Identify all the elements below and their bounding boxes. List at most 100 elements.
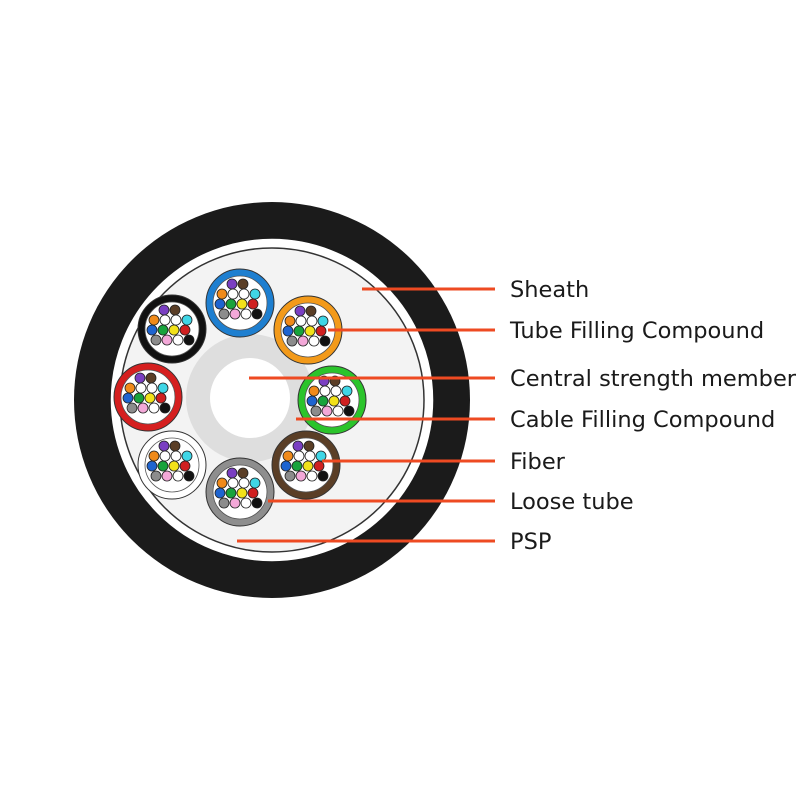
fiber-blue xyxy=(306,395,318,407)
fiber-white xyxy=(238,477,250,489)
fiber-white xyxy=(170,314,182,326)
label-fiber: Fiber xyxy=(510,449,566,475)
cable-cross-section xyxy=(74,202,470,598)
fiber-white xyxy=(148,402,160,414)
fiber-white xyxy=(332,405,344,417)
fiber-blue xyxy=(214,298,226,310)
fiber-white xyxy=(304,450,316,462)
fiber-blue xyxy=(146,460,158,472)
loose-tube-outline xyxy=(113,362,183,432)
fiber-white xyxy=(135,382,147,394)
loose-tube-outline xyxy=(137,430,207,500)
fiber-violet xyxy=(158,440,170,452)
fiber-slate xyxy=(126,402,138,414)
fiber-orange xyxy=(216,477,228,489)
label-central-strength-member: Central strength member xyxy=(510,366,797,392)
fiber-yellow xyxy=(168,460,180,472)
tube-filling-compound xyxy=(278,437,334,493)
fiber-white xyxy=(293,450,305,462)
fiber-violet xyxy=(158,304,170,316)
fiber-green xyxy=(157,324,169,336)
fiber-white xyxy=(330,385,342,397)
fiber-rose xyxy=(321,405,333,417)
fiber-black xyxy=(317,470,329,482)
fiber-black xyxy=(251,497,263,509)
red-tube xyxy=(113,362,183,432)
fiber-yellow xyxy=(236,487,248,499)
fiber-red xyxy=(179,324,191,336)
fiber-red xyxy=(155,392,167,404)
loose-tube-outline xyxy=(271,430,341,500)
fiber-white xyxy=(306,315,318,327)
fiber-aqua xyxy=(249,477,261,489)
fiber-orange xyxy=(284,315,296,327)
fiber-white xyxy=(227,477,239,489)
tube-filling-compound xyxy=(120,369,176,425)
label-sheath: Sheath xyxy=(510,277,589,303)
fiber-white xyxy=(159,314,171,326)
fiber-brown xyxy=(169,304,181,316)
fiber-white xyxy=(146,382,158,394)
fiber-yellow xyxy=(144,392,156,404)
fiber-white xyxy=(295,315,307,327)
fiber-red xyxy=(315,325,327,337)
fiber-orange xyxy=(148,450,160,462)
fiber-aqua xyxy=(317,315,329,327)
fiber-brown xyxy=(305,305,317,317)
blue-tube xyxy=(205,268,275,338)
fiber-yellow xyxy=(328,395,340,407)
label-psp: PSP xyxy=(510,529,551,555)
fiber-brown xyxy=(237,467,249,479)
central-strength-member-core xyxy=(210,358,290,438)
fiber-white xyxy=(238,288,250,300)
fiber-black xyxy=(183,334,195,346)
leader-lines xyxy=(237,287,495,543)
fiber-slate xyxy=(286,335,298,347)
green-tube xyxy=(297,365,367,435)
fiber-orange xyxy=(148,314,160,326)
fiber-yellow xyxy=(236,298,248,310)
fiber-rose xyxy=(295,470,307,482)
fiber-green xyxy=(317,395,329,407)
fiber-aqua xyxy=(181,314,193,326)
fiber-blue xyxy=(146,324,158,336)
fiber-orange xyxy=(308,385,320,397)
fiber-black xyxy=(319,335,331,347)
fiber-blue xyxy=(282,325,294,337)
fiber-red xyxy=(179,460,191,472)
loose-tube-outline xyxy=(205,268,275,338)
fiber-violet xyxy=(292,440,304,452)
fiber-slate xyxy=(218,497,230,509)
white-tube xyxy=(137,430,207,500)
label-cable-filling-compound: Cable Filling Compound xyxy=(510,407,775,433)
fiber-aqua xyxy=(249,288,261,300)
fiber-rose xyxy=(137,402,149,414)
fiber-violet xyxy=(226,467,238,479)
fiber-slate xyxy=(310,405,322,417)
fiber-black xyxy=(183,470,195,482)
fiber-white xyxy=(240,497,252,509)
fiber-green xyxy=(157,460,169,472)
fiber-rose xyxy=(161,470,173,482)
tube-filling-compound xyxy=(212,275,268,331)
brown-tube xyxy=(271,430,341,500)
fiber-brown xyxy=(169,440,181,452)
fiber-slate xyxy=(150,470,162,482)
loose-tubes xyxy=(113,268,367,527)
fiber-green xyxy=(293,325,305,337)
psp-outline xyxy=(109,237,435,563)
fiber-white xyxy=(172,334,184,346)
tube-filling-compound xyxy=(144,437,200,493)
fiber-orange xyxy=(216,288,228,300)
fiber-red xyxy=(339,395,351,407)
fiber-brown xyxy=(303,440,315,452)
loose-tube-outline xyxy=(297,365,367,435)
loose-tube-outline xyxy=(137,294,207,364)
fiber-orange xyxy=(124,382,136,394)
fiber-aqua xyxy=(157,382,169,394)
fiber-rose xyxy=(161,334,173,346)
fiber-rose xyxy=(297,335,309,347)
fiber-rose xyxy=(229,308,241,320)
fiber-red xyxy=(313,460,325,472)
fiber-slate xyxy=(150,334,162,346)
